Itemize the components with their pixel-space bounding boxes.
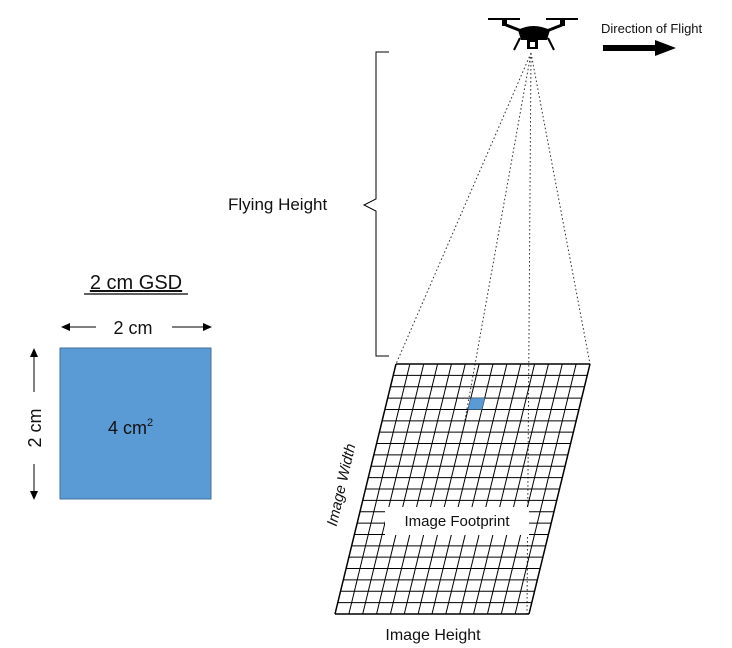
gsd-title: 2 cm GSD — [90, 272, 182, 294]
flying-height-brace — [362, 51, 389, 357]
gsd-pixel-square — [59, 347, 212, 500]
highlighted-pixel — [467, 397, 486, 410]
area-value: 4 cm — [108, 418, 147, 438]
area-label: 4 cm2 — [108, 417, 153, 438]
width-dimension-arrow — [61, 323, 212, 331]
height-dimension-label: 2 cm — [25, 408, 45, 447]
area-exponent: 2 — [147, 417, 153, 429]
image-height-label: Image Height — [385, 627, 481, 644]
image-width-label: Image Width — [324, 442, 359, 528]
direction-of-flight-label: Direction of Flight — [601, 21, 703, 36]
drone-icon — [488, 18, 578, 51]
image-footprint-grid — [334, 363, 591, 615]
camera-view-lines — [395, 52, 591, 615]
flying-height-label: Flying Height — [228, 195, 327, 214]
width-dimension-label: 2 cm — [113, 318, 152, 338]
image-footprint-label: Image Footprint — [404, 513, 510, 530]
image-footprint-label-box — [385, 507, 529, 535]
height-dimension-arrow — [30, 348, 38, 500]
arrow-right-icon — [603, 40, 676, 56]
